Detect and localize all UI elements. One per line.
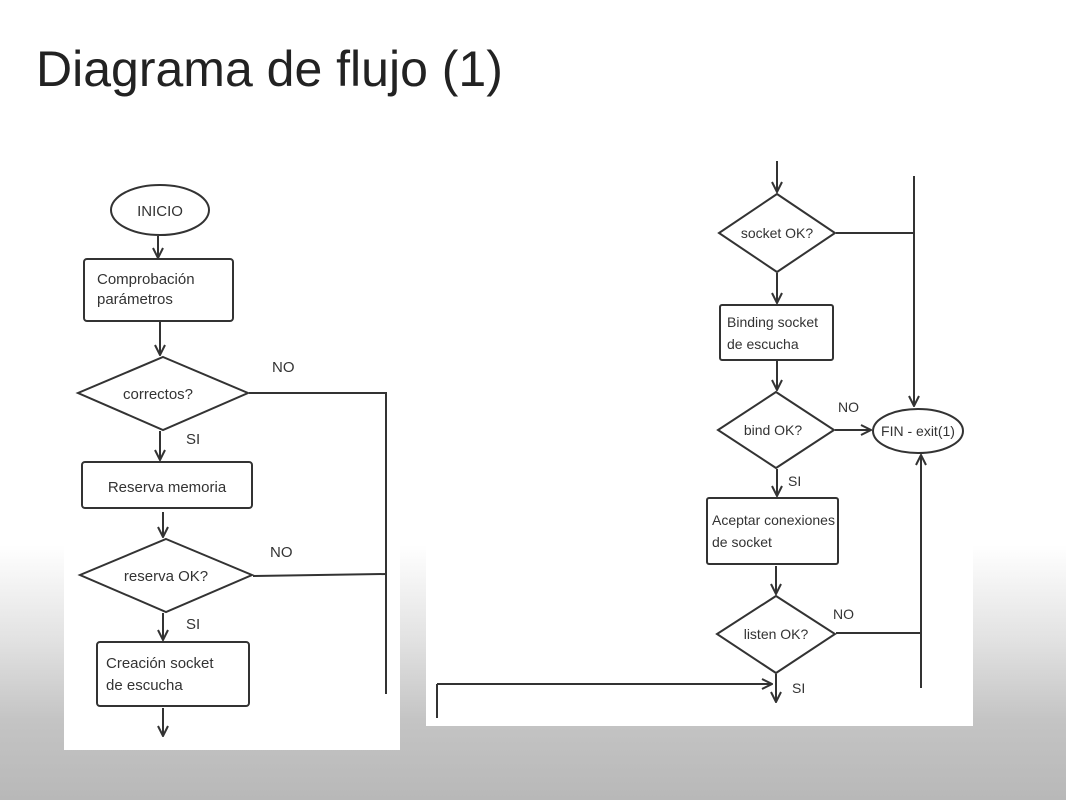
label-no-bind: NO <box>838 399 859 415</box>
label-no-2: NO <box>270 544 293 561</box>
decision-reserve-diamond <box>77 537 255 614</box>
decision-socket-diamond <box>717 192 837 274</box>
decision-reserve-label: reserva OK? <box>124 568 208 585</box>
create-socket-line1: Creación socket <box>106 655 214 672</box>
accept-box <box>706 497 839 565</box>
check-params-line1: Comprobación <box>97 271 195 288</box>
decision-socket-label: socket OK? <box>741 225 814 241</box>
decision-bind-diamond <box>716 390 836 470</box>
node-decision-socket: socket OK? <box>717 192 837 274</box>
reserve-memory-label: Reserva memoria <box>108 479 227 496</box>
end-ellipse <box>872 408 964 454</box>
label-si-bind: SI <box>788 473 801 489</box>
node-check-params: Comprobación parámetros <box>83 258 234 322</box>
label-no-1: NO <box>272 359 295 376</box>
node-accept: Aceptar conexiones de socket <box>706 497 839 565</box>
start-label: INICIO <box>137 203 183 220</box>
node-decision-correct: correctos? <box>75 355 251 432</box>
decision-correct-diamond <box>75 355 251 432</box>
end-label: FIN - exit(1) <box>881 423 955 439</box>
decision-correct-label: correctos? <box>123 386 193 403</box>
node-end: FIN - exit(1) <box>872 408 964 454</box>
label-no-listen: NO <box>833 606 854 622</box>
reserve-memory-box <box>81 461 253 509</box>
binding-box <box>719 304 834 361</box>
start-ellipse <box>110 184 210 236</box>
decision-listen-diamond <box>715 594 837 675</box>
accept-line1: Aceptar conexiones <box>712 512 835 528</box>
node-create-socket: Creación socket de escucha <box>96 641 250 707</box>
node-decision-listen: listen OK? <box>715 594 837 675</box>
check-params-box <box>83 258 234 322</box>
node-start: INICIO <box>110 184 210 236</box>
decision-bind-label: bind OK? <box>744 422 803 438</box>
node-binding: Binding socket de escucha <box>719 304 834 361</box>
create-socket-box <box>96 641 250 707</box>
binding-line1: Binding socket <box>727 314 818 330</box>
node-reserve-memory: Reserva memoria <box>81 461 253 509</box>
check-params-line2: parámetros <box>97 291 173 308</box>
node-decision-bind: bind OK? <box>716 390 836 470</box>
label-si-1: SI <box>186 431 200 448</box>
label-si-2: SI <box>186 616 200 633</box>
binding-line2: de escucha <box>727 336 799 352</box>
decision-listen-label: listen OK? <box>744 626 809 642</box>
label-si-listen: SI <box>792 680 805 696</box>
node-decision-reserve: reserva OK? <box>77 537 255 614</box>
line-no-1-branch <box>249 392 387 694</box>
create-socket-line2: de escucha <box>106 677 183 694</box>
slide-title: Diagrama de flujo (1) <box>36 41 503 97</box>
line-no-2-branch <box>252 573 387 577</box>
accept-line2: de socket <box>712 534 772 550</box>
